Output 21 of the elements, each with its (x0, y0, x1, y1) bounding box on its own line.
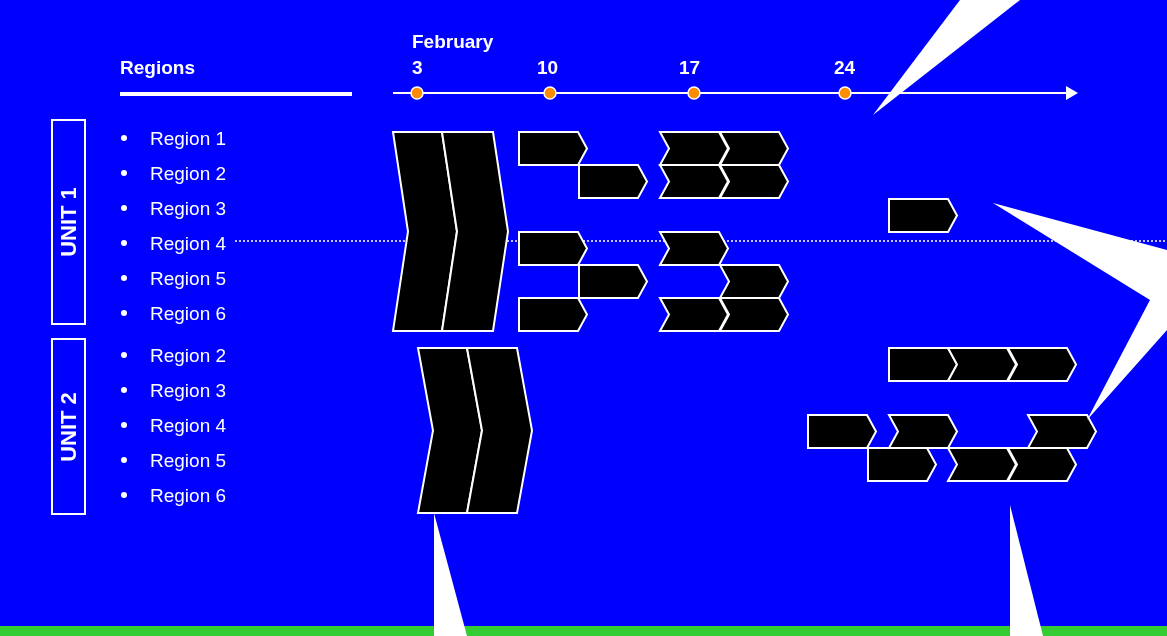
unit-box (51, 338, 86, 515)
date-label: 17 (679, 57, 701, 79)
region-label: Region 5 (150, 450, 227, 472)
region-label: Region 2 (150, 345, 227, 367)
region-label: Region 4 (150, 233, 227, 255)
region-label: Region 1 (150, 128, 227, 150)
region-label: Region 5 (150, 268, 227, 290)
column-heading: Regions (120, 57, 195, 79)
region-label: Region 4 (150, 415, 227, 437)
date-label: 10 (537, 57, 559, 79)
unit-label: UNIT 1 (55, 187, 82, 257)
month-label: February (412, 31, 494, 53)
region-label: Region 6 (150, 303, 227, 325)
unit-box (51, 119, 86, 325)
unit-label: UNIT 2 (55, 391, 82, 462)
region-label: Region 3 (150, 198, 227, 220)
region-label: Region 3 (150, 380, 227, 402)
region-label: Region 6 (150, 485, 227, 507)
date-label: 24 (834, 57, 856, 79)
date-label: 3 (412, 57, 423, 79)
region-label: Region 2 (150, 163, 227, 185)
